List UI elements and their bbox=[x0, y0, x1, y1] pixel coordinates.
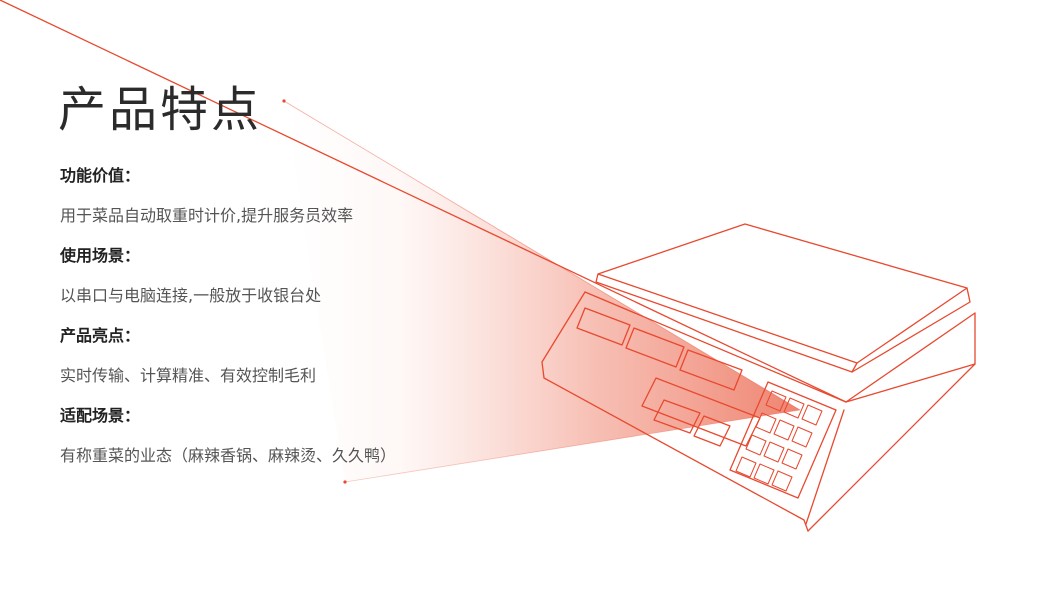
feature-heading-function: 功能价值： bbox=[60, 166, 141, 185]
feature-text-highlights: 实时传输、计算精准、有效控制毛利 bbox=[60, 366, 317, 385]
price-scale-icon bbox=[0, 0, 976, 532]
feature-section-usage: 使用场景： 以串口与电脑连接,一般放于收银台处 bbox=[60, 243, 540, 309]
feature-text-usage: 以串口与电脑连接,一般放于收银台处 bbox=[60, 286, 322, 305]
scale-body-right bbox=[807, 312, 976, 532]
feature-heading-highlights: 产品亮点： bbox=[60, 326, 141, 345]
front-button-1 bbox=[653, 399, 701, 434]
display-window-3 bbox=[679, 349, 743, 391]
display-window-2 bbox=[625, 327, 685, 368]
beam-end-dot bbox=[343, 480, 347, 484]
beam-edge-top bbox=[283, 100, 801, 411]
scale-body-left bbox=[541, 291, 809, 532]
feature-list: 功能价值： 用于菜品自动取重时计价,提升服务员效率 使用场景： 以串口与电脑连接… bbox=[60, 163, 540, 483]
feature-section-scenarios: 适配场景： 有称重菜的业态（麻辣香锅、麻辣烫、久久鸭） bbox=[60, 403, 540, 469]
keypad-keys bbox=[735, 390, 823, 492]
feature-section-function: 功能价值： 用于菜品自动取重时计价,提升服务员效率 bbox=[60, 163, 540, 229]
beam-origin-dot bbox=[282, 99, 286, 103]
page-title: 产品特点 bbox=[58, 82, 263, 138]
beam-edge-bottom bbox=[344, 409, 801, 483]
feature-text-scenarios: 有称重菜的业态（麻辣香锅、麻辣烫、久久鸭） bbox=[60, 446, 397, 465]
feature-heading-usage: 使用场景： bbox=[60, 246, 141, 265]
feature-heading-scenarios: 适配场景： bbox=[60, 406, 141, 425]
display-panel bbox=[641, 377, 761, 447]
keypad-area bbox=[729, 381, 837, 499]
front-button-2 bbox=[693, 415, 731, 447]
feature-text-function: 用于菜品自动取重时计价,提升服务员效率 bbox=[60, 206, 354, 225]
display-window-1 bbox=[576, 307, 631, 346]
feature-section-highlights: 产品亮点： 实时传输、计算精准、有效控制毛利 bbox=[60, 323, 540, 389]
